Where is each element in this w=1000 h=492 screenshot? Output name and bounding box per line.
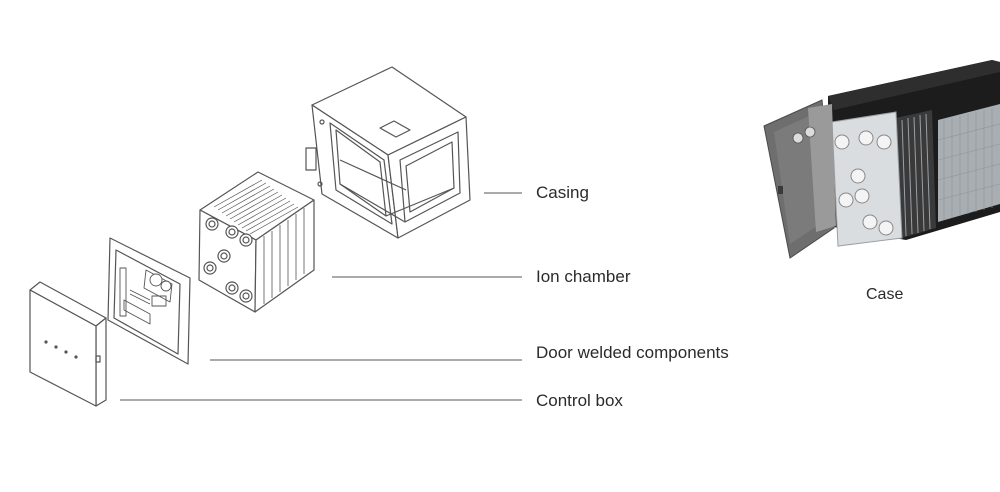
control-box-drawing [29,281,107,407]
door-welded-drawing [107,237,191,365]
case-label: Case [866,286,904,303]
control-box-label: Control box [536,391,623,410]
ion-chamber-label: Ion chamber [536,267,631,286]
leader-lines [120,192,522,401]
ion-chamber-drawing [198,171,315,313]
door-welded-label: Door welded components [536,343,729,362]
casing-drawing [305,66,471,239]
case-photo [763,60,1000,259]
casing-label: Casing [536,183,589,202]
